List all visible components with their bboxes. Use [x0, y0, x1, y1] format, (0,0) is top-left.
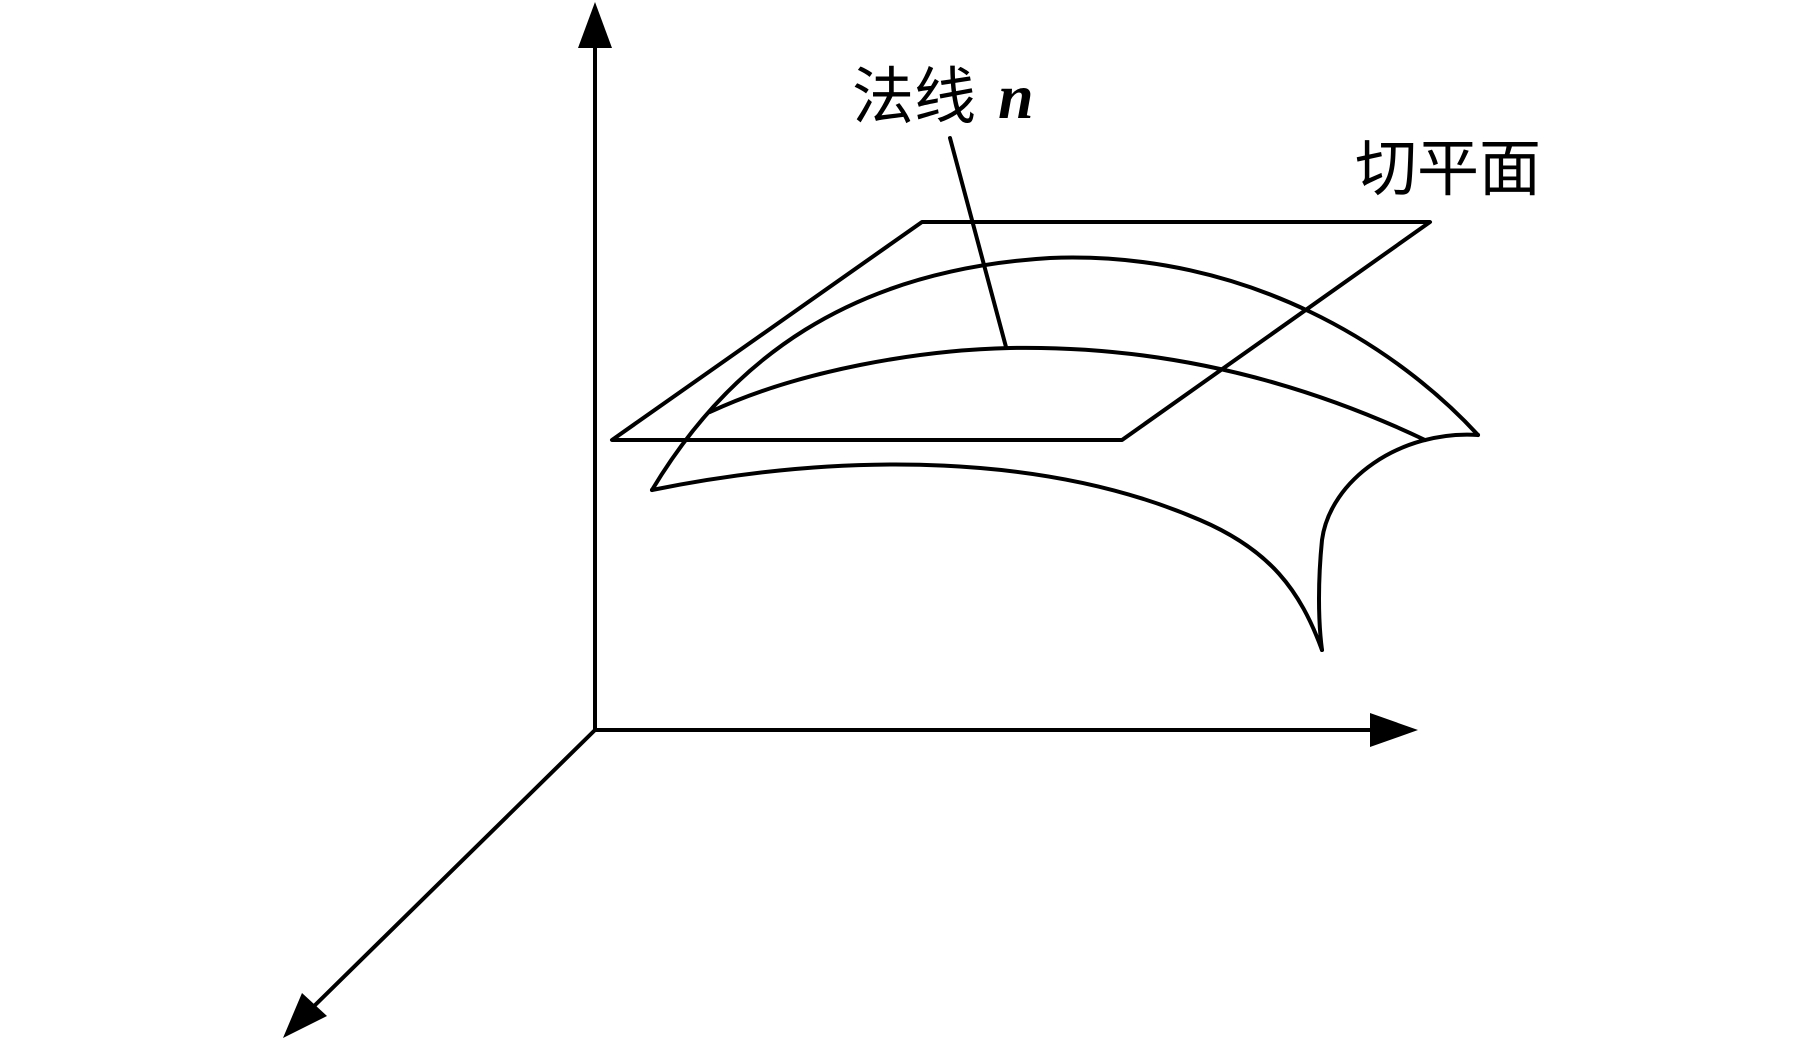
normal-vector-symbol: n — [998, 61, 1034, 132]
horizontal-axis-arrowhead — [1370, 713, 1418, 747]
vertical-axis-arrowhead — [578, 2, 612, 48]
tangent-plane — [610, 220, 1432, 442]
depth-axis — [303, 728, 597, 1017]
surface-bottom-edge — [650, 462, 1324, 652]
normal-line-leader — [948, 136, 1008, 349]
coordinate-axes — [283, 2, 1418, 1038]
surface-middle-curve — [708, 345, 1427, 442]
depth-axis-arrowhead — [283, 993, 327, 1038]
surface-top-edge — [650, 255, 1480, 492]
normal-line-label: 法线 — [852, 60, 976, 133]
surface-right-edge — [1317, 432, 1480, 652]
curved-surface — [650, 255, 1480, 652]
tangent-plane-label: 切平面 — [1355, 132, 1541, 205]
